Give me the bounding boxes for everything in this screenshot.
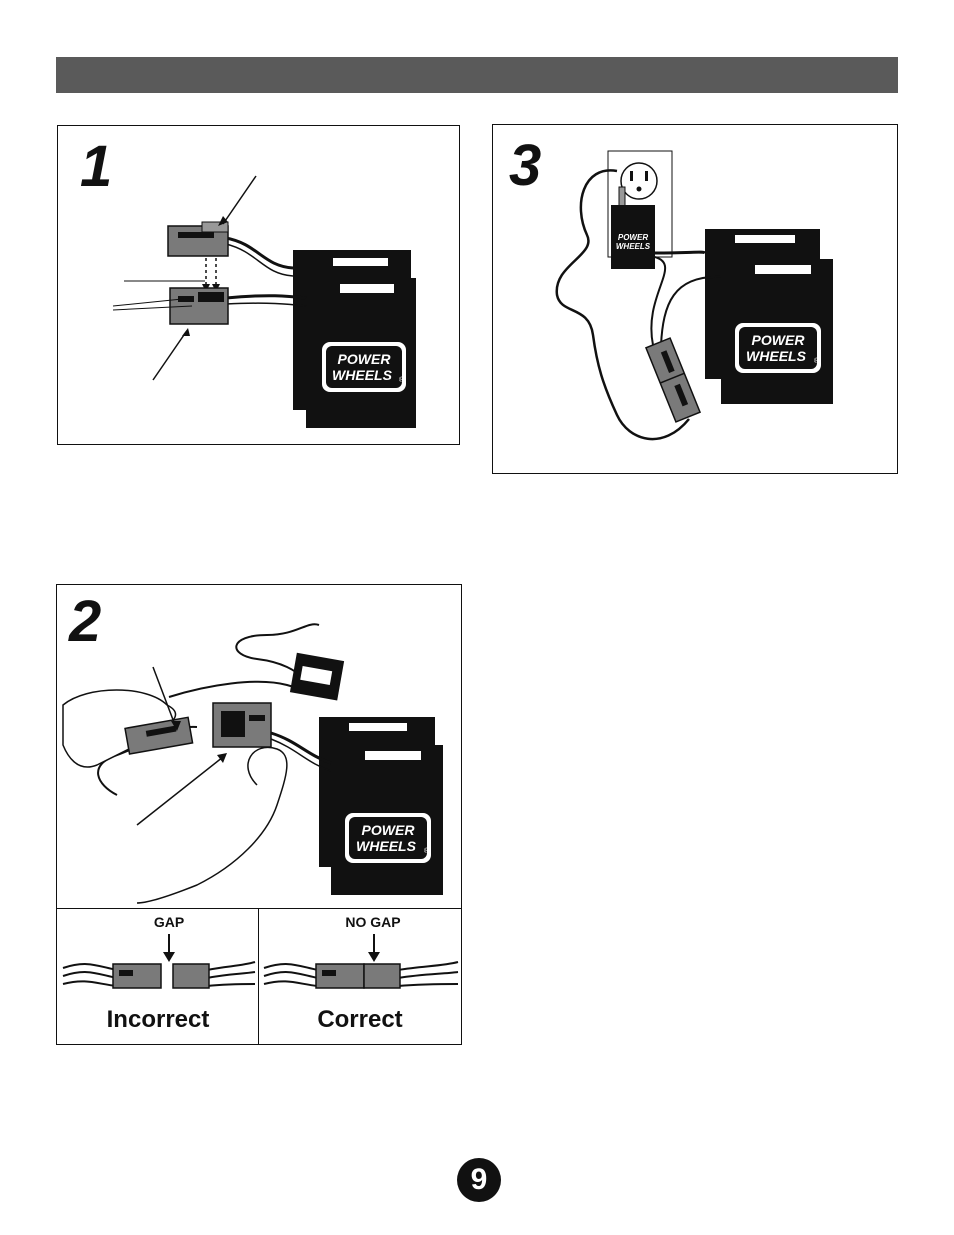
step-2-panel: 2 POWER WHEELS ® [56,584,462,1045]
step-3-panel: 3 POWER WHEELS POWER WHEELS ® [492,124,898,474]
battery-logo-mark: ® [424,847,430,855]
correct-label: Correct [317,1006,403,1033]
right-connector [212,702,272,748]
battery-logo-mark: ® [814,357,820,365]
comparison-divider-horizontal [57,908,461,909]
battery-logo-line2: WHEELS [356,838,417,854]
gap-callout: GAP [153,914,185,930]
comparison-divider-vertical [258,908,259,1044]
step-3-number: 3 [509,133,542,198]
page-number: 9 [457,1158,501,1202]
correct-connector-illustration [263,934,459,989]
battery-logo-line2: WHEELS [332,367,393,383]
step-3-illustration: POWER WHEELS POWER WHEELS ® [555,150,833,441]
wall-charger [611,205,655,269]
step-1-illustration: POWER WHEELS ® [112,175,416,428]
battery-logo-line2: WHEELS [746,348,807,364]
battery-logo-line1: POWER [362,822,416,838]
charger-logo-line2: WHEELS [616,242,651,251]
battery-logo-line1: POWER [338,351,392,367]
section-header-bar [56,57,898,93]
right-hand [136,746,288,904]
step-2-illustration: POWER WHEELS ® [62,623,443,904]
step-1-number: 1 [80,134,113,199]
no-gap-callout: NO GAP [345,914,401,930]
battery-logo-line1: POWER [752,332,806,348]
charger-unit [289,652,345,701]
charger-logo-line1: POWER [618,233,648,242]
charging-connector [644,337,702,423]
bottom-connector [169,287,229,325]
incorrect-label: Incorrect [106,1006,210,1033]
step-2-number: 2 [69,589,102,654]
battery-logo-mark: ® [399,376,405,384]
step-1-panel: 1 POWER WHEELS ® [57,125,460,445]
top-connector [167,221,229,257]
incorrect-connector-illustration [62,934,256,989]
